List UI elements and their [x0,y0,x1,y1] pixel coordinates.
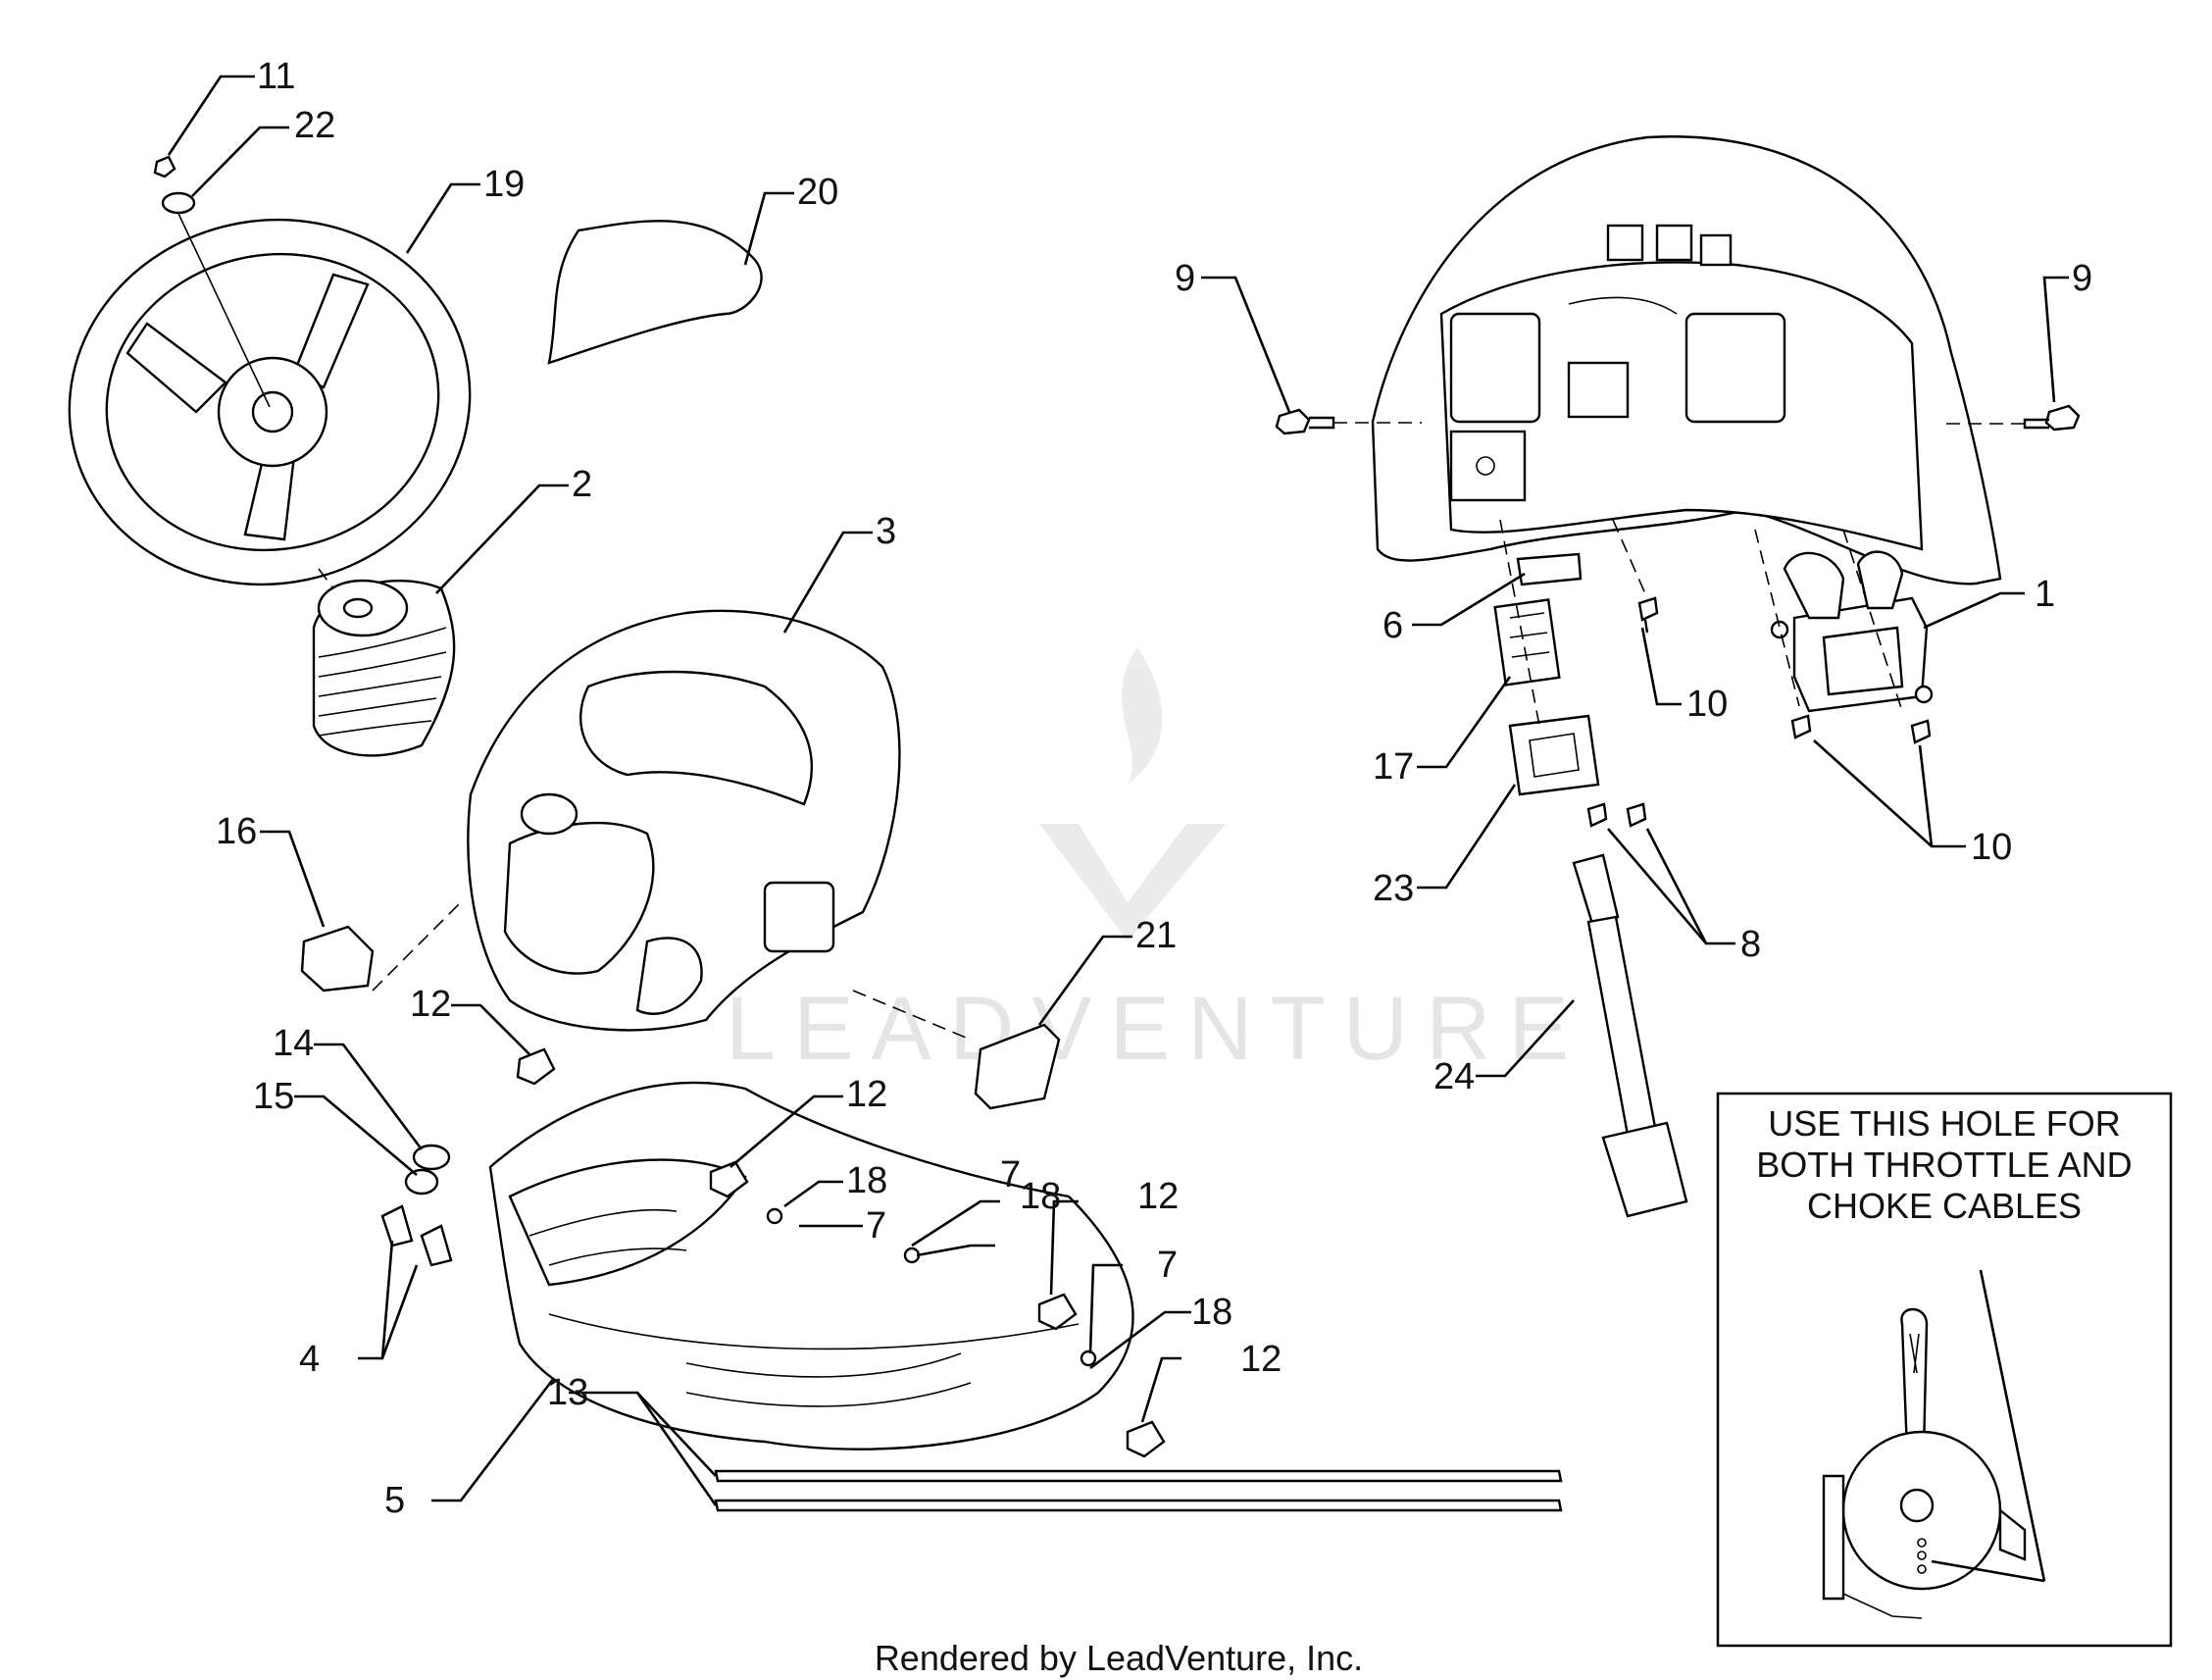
rear-dash-panel [1371,135,2002,585]
callout-23: 23 [1373,868,1414,909]
callout-12-a: 12 [410,984,451,1025]
callout-17: 17 [1373,746,1414,788]
callout-9-a: 9 [1175,258,1195,299]
steering-boot [312,579,456,757]
callout-10-a: 10 [1686,684,1728,725]
callout-22: 22 [294,105,335,146]
bolt-9-left [1275,408,1335,435]
steering-wheel [68,218,472,586]
lens-21 [974,1023,1061,1110]
throttle-control [1770,550,1934,713]
callout-12-b: 12 [846,1074,887,1115]
callout-18-a: 18 [846,1160,887,1201]
bolt-9-right [2023,404,2081,432]
note-line-2: BOTH THROTTLE AND [1756,1145,2132,1185]
callout-16: 16 [216,811,257,852]
plate-6 [1516,552,1583,586]
callout-11: 11 [257,56,295,97]
bracket-16 [300,925,375,993]
note-line-1: USE THIS HOLE FOR [1768,1103,2120,1144]
callout-13: 13 [547,1372,588,1413]
callout-4: 4 [299,1339,320,1380]
callout-20: 20 [797,172,838,213]
footer-credit: Rendered by LeadVenture, Inc. [875,1638,1363,1678]
harness-24 [1572,853,1688,1218]
callout-14: 14 [273,1023,314,1064]
callout-3: 3 [876,511,896,552]
callout-labels: 11 22 19 20 2 3 16 21 12 14 15 12 18 7 7… [216,56,2092,1521]
callout-2: 2 [572,464,592,505]
note-box: USE THIS HOLE FOR BOTH THROTTLE AND CHOK… [1716,1092,2173,1648]
callout-8: 8 [1740,924,1761,965]
callout-7-c: 7 [1157,1245,1178,1286]
callout-12-c: 12 [1137,1176,1179,1217]
watermark-text: LEADVENTURE [726,979,1586,1079]
steering-cover [547,220,763,365]
dash-panel [467,609,901,1032]
switch-17 [1493,598,1561,687]
callout-15: 15 [253,1076,294,1117]
callout-10-b: 10 [1971,827,2012,868]
trim-strips [714,1469,1563,1512]
leader-lines [167,75,2069,1506]
callout-19: 19 [483,164,525,205]
hardware-left [380,1047,1166,1458]
callout-5: 5 [384,1480,405,1521]
note-line-3: CHOKE CABLES [1807,1186,2082,1226]
screws-8 [1586,802,1647,828]
watermark-logo [1039,647,1226,942]
lower-dash [488,1081,1134,1451]
washer-22 [161,191,196,215]
callout-18-b: 18 [1020,1176,1061,1217]
callout-6: 6 [1382,605,1403,646]
callout-12-d: 12 [1240,1339,1282,1380]
callout-9-b: 9 [2072,258,2092,299]
callout-21: 21 [1135,915,1177,956]
nut-11 [153,155,176,178]
screws-10 [1637,596,1932,744]
gasket-23 [1508,714,1600,796]
callout-18-c: 18 [1191,1292,1232,1333]
callout-7-a: 7 [866,1205,886,1247]
callout-7-b: 7 [1000,1154,1021,1196]
callout-24: 24 [1433,1056,1475,1097]
callout-1: 1 [2035,574,2055,615]
